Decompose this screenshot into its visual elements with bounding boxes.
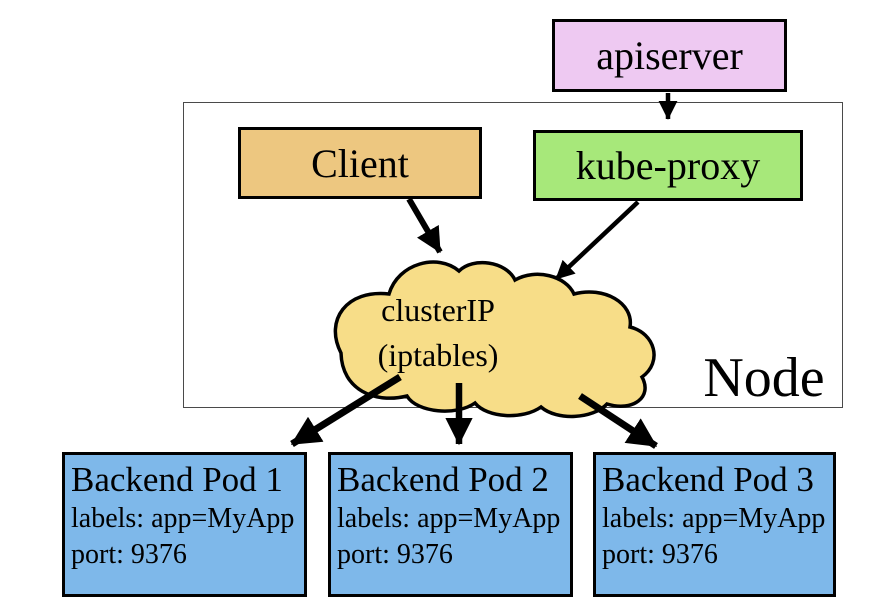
backend-pod-1-title: Backend Pod 1 [71,460,283,499]
backend-pod-1-port: port: 9376 [71,539,187,570]
backend-pod-1-labels: labels: app=MyApp [71,503,295,534]
cluster-ip-label: clusterIP (iptables) [340,288,536,378]
kube-proxy-label: kube-proxy [575,143,761,188]
backend-pod-1-box: Backend Pod 1 labels: app=MyApp port: 93… [62,452,307,597]
backend-pod-2-title: Backend Pod 2 [337,460,549,499]
backend-pod-3-title: Backend Pod 3 [602,460,814,499]
backend-pod-2-port: port: 9376 [337,539,453,570]
kube-proxy-box: kube-proxy [533,130,803,201]
node-label: Node [703,347,825,409]
apiserver-label: apiserver [596,33,743,78]
client-box: Client [238,127,482,199]
cluster-ip-label-line2: (iptables) [377,337,499,373]
backend-pod-2-labels: labels: app=MyApp [337,503,561,534]
backend-pod-3-port: port: 9376 [602,539,718,570]
client-label: Client [311,140,409,186]
backend-pod-2-box: Backend Pod 2 labels: app=MyApp port: 93… [328,452,573,597]
cluster-ip-label-line1: clusterIP [381,292,495,328]
backend-pod-3-labels: labels: app=MyApp [602,503,826,534]
apiserver-box: apiserver [552,19,787,92]
backend-pod-3-box: Backend Pod 3 labels: app=MyApp port: 93… [593,452,836,597]
